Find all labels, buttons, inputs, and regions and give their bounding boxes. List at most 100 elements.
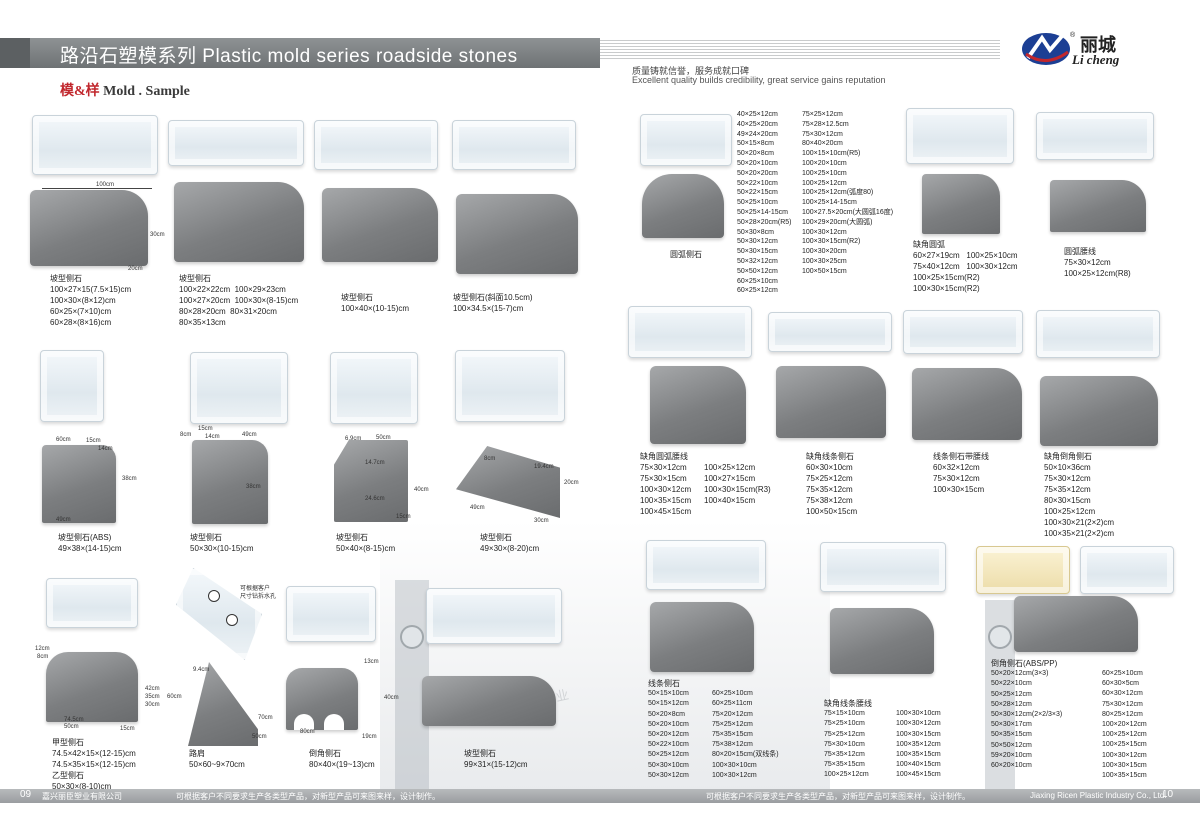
mold-image xyxy=(32,115,158,175)
dimension-label: 尺寸钻拆水孔 xyxy=(240,594,277,600)
stone-image xyxy=(46,652,138,722)
dimension-label: 50cm xyxy=(252,734,267,740)
mold-image xyxy=(640,114,732,166)
dimension-label: 15cm xyxy=(120,726,135,732)
stone-image xyxy=(830,608,934,674)
stone-image xyxy=(188,662,258,746)
stone-image xyxy=(30,190,148,266)
stone-image xyxy=(776,366,886,438)
product-spec: 缺角线条侧石 60×30×10cm 75×25×12cm 75×35×12cm … xyxy=(806,452,858,516)
svg-text:®: ® xyxy=(1070,31,1076,39)
footer-note-right: 可根据客户不同要求生产各类型产品，对新型产品可来图来样，设计制作。 xyxy=(706,792,970,801)
mold-image xyxy=(168,120,304,166)
dimension-label: 100cm xyxy=(96,182,115,188)
licheng-logo-icon: ® xyxy=(1022,31,1076,65)
dimension-label: 60cm xyxy=(56,437,71,443)
product-spec: 坡型侧石(斜面10.5cm) 100×34.5×(15-7)cm xyxy=(453,293,533,313)
dimension-label: 49cm xyxy=(56,517,71,523)
product-spec: 60×25×10cm 60×30×5cm 60×30×12cm 75×30×12… xyxy=(1102,670,1147,780)
footer-note-left: 可根据客户不同要求生产各类型产品，对新型产品可来图来样，设计制作。 xyxy=(176,792,440,801)
dimension-label: 13cm xyxy=(364,659,379,665)
dimension-label: 20cm xyxy=(128,266,143,272)
page-number-left: 09 xyxy=(20,789,32,800)
dimension-label: 19.4cm xyxy=(534,464,554,470)
mold-image xyxy=(314,120,438,170)
mold-image xyxy=(40,350,104,422)
section-title: 模&样 Mold . Sample xyxy=(60,84,190,99)
mold-image xyxy=(330,352,418,424)
dimension-label: 38cm xyxy=(246,484,261,490)
mold-image xyxy=(190,352,288,424)
stone-image xyxy=(642,174,724,238)
page-title: 路沿石塑模系列 Plastic mold series roadside sto… xyxy=(60,46,518,67)
product-spec: 坡型侧石(ABS) 49×38×(14-15)cm xyxy=(58,533,122,553)
mold-image xyxy=(1036,112,1154,160)
dimension-label: 40cm xyxy=(414,487,429,493)
dimension-label: 30cm xyxy=(150,232,165,238)
dimension-label: 49cm xyxy=(242,432,257,438)
product-spec: 倒角侧石 80×40×(19~13)cm xyxy=(309,749,375,769)
product-spec: 坡型侧石 100×22×22cm 100×29×23cm 100×27×20cm… xyxy=(179,274,299,327)
arch-cutout xyxy=(324,714,344,730)
footer-band xyxy=(0,789,1200,803)
mold-image xyxy=(628,306,752,358)
mold-image xyxy=(976,546,1070,594)
product-spec: 坡型侧石 50×30×(10-15)cm xyxy=(190,533,254,553)
dimension-label: 50cm xyxy=(376,435,391,441)
mold-image xyxy=(426,588,562,644)
dimension-label: 40cm xyxy=(384,695,399,701)
dimension-label: 19cm xyxy=(362,734,377,740)
stone-image xyxy=(456,194,578,274)
product-name: 圆弧侧石 xyxy=(670,250,702,259)
mold-image xyxy=(906,108,1014,164)
mold-image xyxy=(286,586,376,642)
product-spec: 线条侧石带腰线 60×32×12cm 75×30×12cm 100×30×15c… xyxy=(933,452,989,494)
dimension-label: 49cm xyxy=(470,505,485,511)
mold-image xyxy=(1036,310,1160,358)
dimension-label: 15cm xyxy=(396,514,411,520)
stone-image xyxy=(1040,376,1158,446)
product-spec: 圆弧腰线 75×30×12cm 100×25×12cm(R8) xyxy=(1064,247,1131,278)
dimension-label: 35cm xyxy=(145,694,160,700)
stone-image xyxy=(650,602,754,672)
dimension-label: 14cm xyxy=(98,446,113,452)
dimension-label: 6.9cm xyxy=(345,436,362,442)
dimension-label: 9.4cm xyxy=(193,667,210,673)
mold-image xyxy=(1080,546,1174,594)
product-spec: 坡型侧石 50×40×(8-15)cm xyxy=(336,533,396,553)
drain-hole-icon xyxy=(208,590,220,602)
stone-image xyxy=(1014,596,1138,652)
product-spec: 坡型侧石 49×30×(8-20)cm xyxy=(480,533,540,553)
mold-image xyxy=(455,350,565,422)
stone-image xyxy=(922,174,1000,234)
dimension-label: 8cm xyxy=(484,456,496,462)
stone-image xyxy=(192,440,268,524)
mold-image xyxy=(646,540,766,590)
product-spec: 坡型侧石 99×31×(15-12)cm xyxy=(464,749,528,769)
product-spec: 缺角倒角侧石 50×10×36cm 75×30×12cm 75×35×12cm … xyxy=(1044,452,1115,538)
mold-image xyxy=(768,312,892,352)
stone-image xyxy=(650,366,746,444)
company-name-en: Jiaxing Ricen Plastic Industry Co., Ltd. xyxy=(1030,791,1167,800)
product-spec: 缺角圆弧 60×27×19cm 100×25×10cm 75×40×12cm 1… xyxy=(913,240,1018,293)
dimension-label: 70cm xyxy=(258,715,273,721)
header-stripe xyxy=(600,40,1000,60)
stone-image xyxy=(1050,180,1146,232)
dimension-label: 14cm xyxy=(205,434,220,440)
dimension-label: 可根据客户 xyxy=(240,586,271,592)
product-spec: 坡型侧石 100×40×(10-15)cm xyxy=(341,293,410,313)
dimension-label: 74.5cm xyxy=(64,717,84,723)
mold-image xyxy=(903,310,1023,354)
dimension-label: 12cm xyxy=(35,646,50,652)
dimension-label: 8cm xyxy=(180,432,192,438)
clock-icon xyxy=(400,625,424,649)
product-spec: 路肩 50×60~9×70cm xyxy=(189,749,245,769)
dimension-line xyxy=(42,188,152,189)
dimension-label: 60cm xyxy=(167,694,182,700)
dimension-label: 50cm xyxy=(64,724,79,730)
dimension-label: 42cm xyxy=(145,686,160,692)
